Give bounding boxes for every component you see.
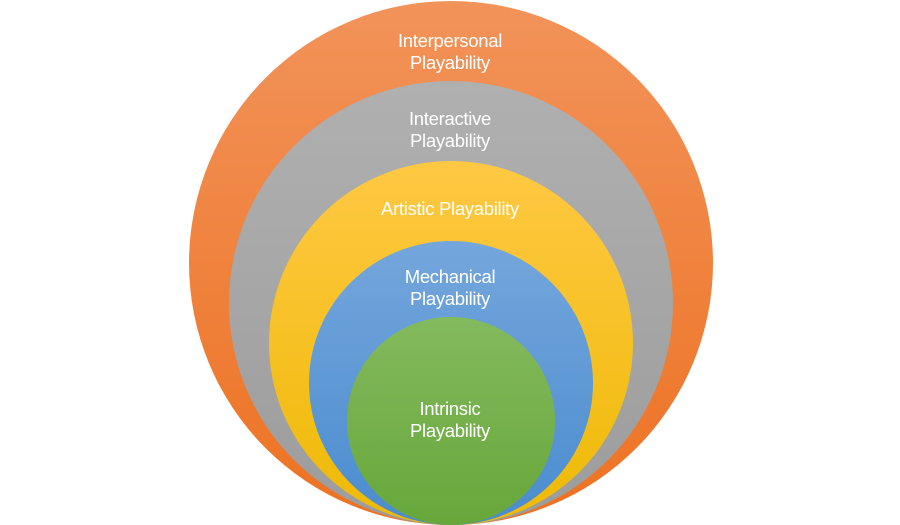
label-line: Playability (410, 420, 490, 441)
label-intrinsic: Intrinsic Playability (300, 398, 600, 442)
label-line: Interpersonal (397, 30, 503, 51)
label-line: Playability (410, 52, 490, 73)
label-line: Mechanical (404, 266, 496, 287)
label-interpersonal: Interpersonal Playability (300, 30, 600, 74)
label-line: Artistic Playability (381, 198, 519, 219)
label-line: Intrinsic (419, 398, 481, 419)
label-mechanical: Mechanical Playability (300, 266, 600, 310)
label-line: Interactive (408, 108, 492, 129)
label-interactive: Interactive Playability (300, 108, 600, 152)
circle-intrinsic (347, 317, 555, 525)
label-line: Playability (410, 130, 490, 151)
label-line: Playability (410, 288, 490, 309)
label-artistic: Artistic Playability (300, 198, 600, 220)
